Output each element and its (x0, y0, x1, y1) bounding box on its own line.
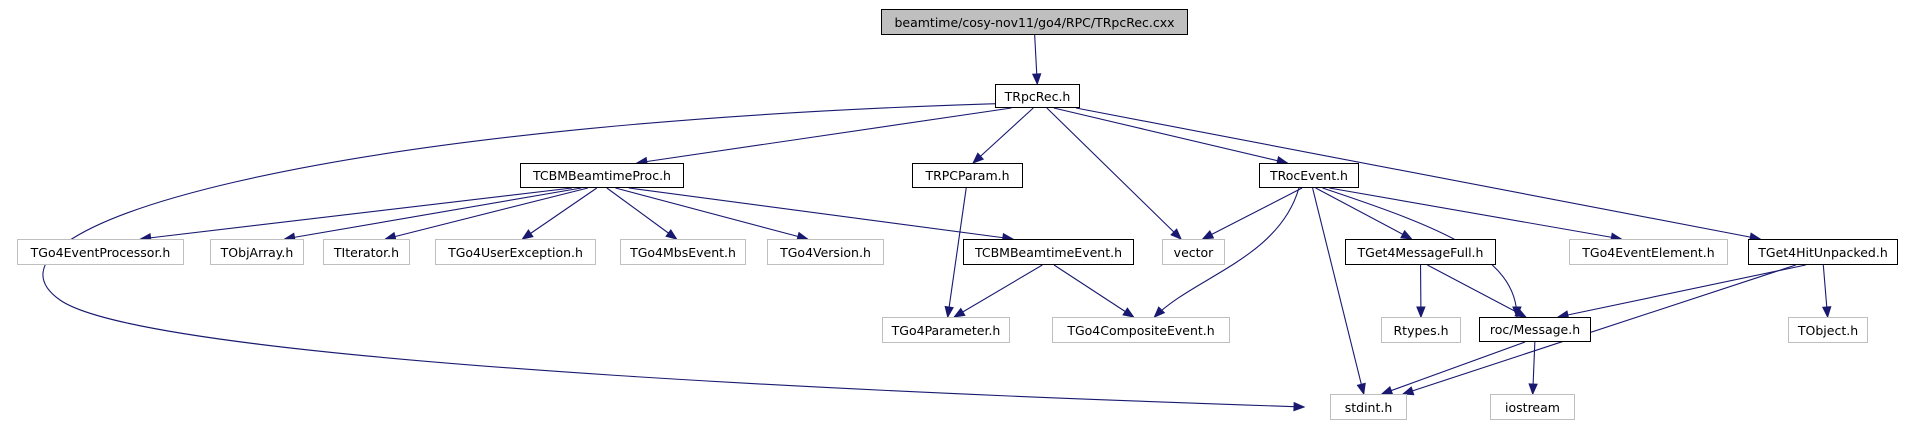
node-tobjarray: TObjArray.h (210, 239, 304, 265)
edge-tcbmproc-to-tobjarray (284, 187, 582, 240)
edge-trocevent-to-tgo4comp (1154, 187, 1300, 318)
edge-trocevent-to-tgo4evelem (1329, 187, 1622, 240)
arrowhead-tget4hit-to-tobject (1822, 306, 1832, 319)
node-tgo4evproc: TGo4EventProcessor.h (17, 239, 184, 265)
edge-rocmsg-to-stdint (1381, 341, 1526, 395)
arrowhead-rocmsg-to-iostream (1528, 383, 1538, 396)
arrowhead-trpcparam-to-tgo4param (944, 305, 954, 319)
arrowhead-tcbmevent-to-tgo4comp (1122, 307, 1135, 318)
edge-tget4hit-to-rocmsg (1557, 264, 1806, 318)
edge-tcbmproc-to-titerator (385, 187, 589, 240)
arrowhead-trocevent-to-vector (1201, 229, 1215, 240)
arrowhead-trpcrec-to-trpcparam (972, 152, 985, 164)
node-trpcparam[interactable]: TRPCParam.h (912, 163, 1023, 188)
node-vector: vector (1162, 239, 1225, 265)
node-tget4hit[interactable]: TGet4HitUnpacked.h (1748, 239, 1898, 265)
edge-trocevent-to-vector (1202, 187, 1303, 240)
edge-trpcrec-to-vector (1046, 107, 1182, 240)
node-iostream: iostream (1490, 394, 1575, 420)
arrowhead-tget4full-to-rtypes (1416, 306, 1426, 319)
node-trocevent[interactable]: TRocEvent.h (1259, 163, 1359, 188)
edge-trocevent-to-stdint (1312, 187, 1365, 395)
arrowhead-tcbmproc-to-tgo4mbs (665, 228, 678, 240)
arrowhead-tcbmevent-to-tgo4param (953, 307, 966, 318)
edge-trpcrec-to-trpcparam (972, 107, 1034, 164)
arrowhead-tcbmproc-to-tgo4userexc (521, 229, 534, 240)
node-tgo4comp: TGo4CompositeEvent.h (1052, 317, 1230, 343)
edge-tcbmproc-to-tgo4version (615, 187, 808, 240)
edge-trpcrec-to-stdint (42, 101, 1305, 408)
node-tgo4param: TGo4Parameter.h (882, 317, 1010, 343)
node-tget4full[interactable]: TGet4MessageFull.h (1345, 239, 1496, 265)
node-titerator: TIterator.h (323, 239, 410, 265)
arrowhead-trocevent-to-stdint (1356, 382, 1366, 396)
edge-trocevent-to-tget4full (1315, 187, 1412, 240)
edge-tcbmproc-to-tgo4mbs (606, 187, 677, 240)
node-tcbmevent[interactable]: TCBMBeamtimeEvent.h (963, 239, 1134, 265)
edge-tcbmproc-to-tgo4userexc (522, 187, 598, 240)
arrowhead-tget4hit-to-stdint (1401, 386, 1415, 396)
edge-tcbmevent-to-tgo4param (953, 264, 1043, 318)
node-root[interactable]: beamtime/cosy-nov11/go4/RPC/TRpcRec.cxx (881, 9, 1188, 35)
edge-tcbmproc-to-tgo4evproc (140, 187, 572, 240)
edge-trpcrec-to-tget4hit (1075, 107, 1761, 240)
edge-tcbmevent-to-tgo4comp (1053, 264, 1134, 318)
node-tobject: TObject.h (1788, 317, 1868, 343)
arrowhead-trocevent-to-tget4full (1400, 229, 1413, 240)
node-rocmsg[interactable]: roc/Message.h (1479, 317, 1591, 342)
arrowhead-root-to-trpcrec (1031, 73, 1042, 86)
edge-tcbmproc-to-tcbmevent (628, 187, 1013, 240)
node-trpcrec[interactable]: TRpcRec.h (995, 84, 1080, 108)
node-tcbmproc[interactable]: TCBMBeamtimeProc.h (520, 163, 684, 188)
edge-trpcrec-to-tcbmproc (636, 107, 1012, 164)
arrowhead-trpcrec-to-stdint (1293, 401, 1306, 412)
node-tgo4userexc: TGo4UserException.h (435, 239, 596, 265)
node-stdint: stdint.h (1330, 394, 1407, 420)
node-tgo4evelem: TGo4EventElement.h (1569, 239, 1728, 265)
edge-trpcparam-to-tgo4param (947, 187, 967, 318)
edge-tget4full-to-rocmsg (1427, 264, 1527, 318)
edge-tget4hit-to-stdint (1402, 264, 1796, 395)
arrowhead-trpcrec-to-vector (1170, 228, 1182, 240)
node-tgo4version: TGo4Version.h (767, 239, 884, 265)
arrowhead-trocevent-to-tgo4comp (1153, 306, 1166, 318)
node-rtypes: Rtypes.h (1381, 317, 1461, 343)
arrowhead-tget4full-to-rocmsg (1514, 307, 1528, 318)
edge-trpcrec-to-trocevent (1053, 107, 1288, 164)
node-tgo4mbs: TGo4MbsEvent.h (620, 239, 746, 265)
